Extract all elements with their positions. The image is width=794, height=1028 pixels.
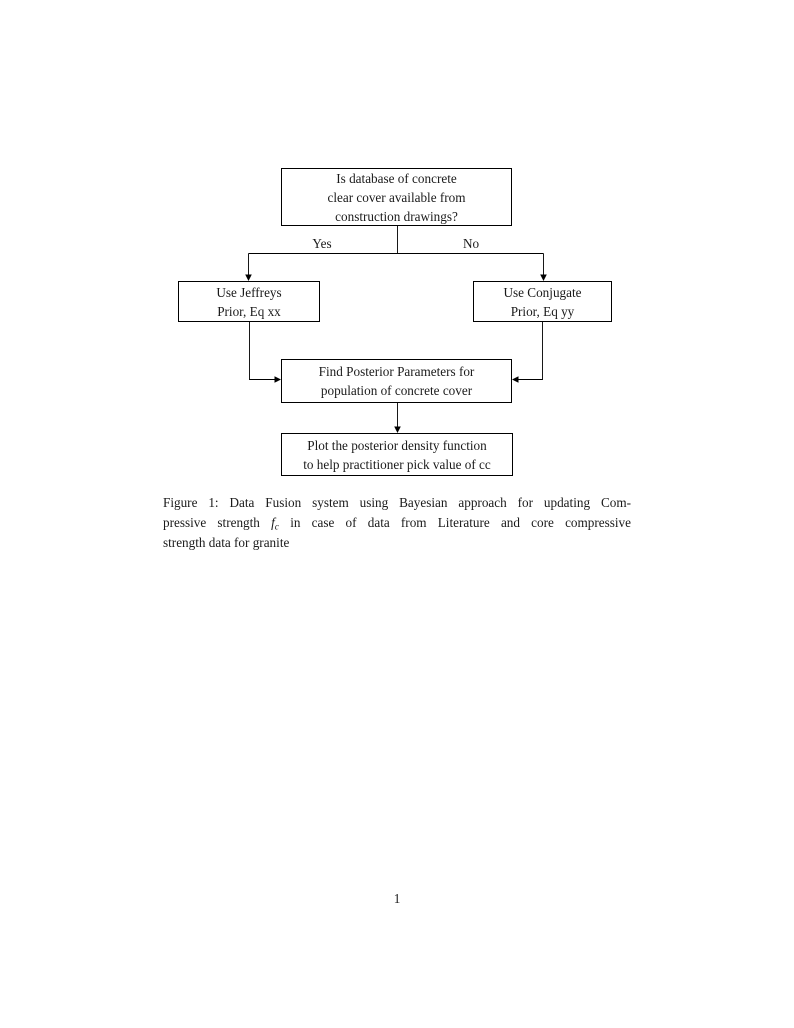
fc-base: f [271,515,275,530]
caption-line2-after: in case of data from Literature and core… [279,515,631,530]
figure-caption-line2: pressive strength fc in case of data fro… [163,513,631,533]
fc-subscript: c [274,522,279,533]
caption-line2-before: pressive strength [163,515,272,530]
edge-label-yes: Yes [312,236,332,251]
flowchart-node-plot-density: Plot the posterior density function to h… [281,433,513,476]
page-number: 1 [393,891,401,906]
arrowhead-left-into-posterior [512,376,519,383]
figure-caption-line3: strength data for granite [163,535,290,550]
flowchart-node-posterior-parameters: Find Posterior Parameters for population… [281,359,512,403]
figure-caption: Figure 1: Data Fusion system using Bayes… [163,493,631,553]
flowchart-node-conjugate-prior: Use Conjugate Prior, Eq yy [473,281,612,322]
fc-math-symbol: fc [271,515,279,533]
flowchart-node-question: Is database of concrete clear cover avai… [281,168,512,226]
figure-caption-line1: Figure 1: Data Fusion system using Bayes… [163,495,631,510]
edge-label-no: No [462,236,480,251]
flowchart-node-jeffreys-prior: Use Jeffreys Prior, Eq xx [178,281,320,322]
